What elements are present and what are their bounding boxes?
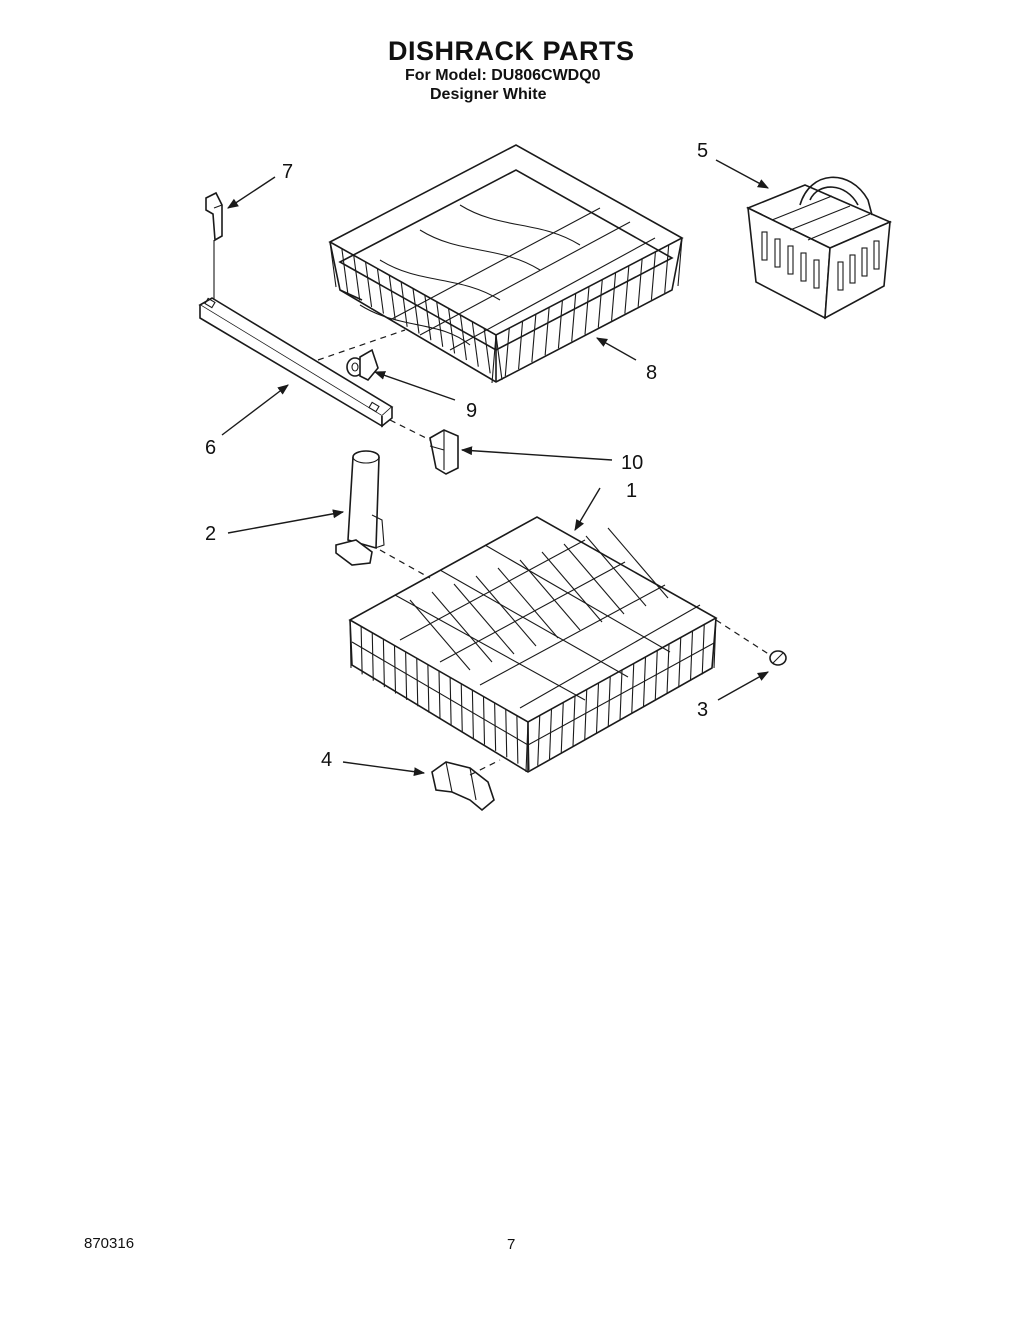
callout-8: 8	[646, 362, 657, 384]
rack-bracket	[431, 761, 495, 812]
callout-3: 3	[697, 699, 708, 721]
rack-rail	[198, 297, 394, 428]
color-line: Designer White	[430, 86, 547, 103]
upper-dishrack	[328, 144, 684, 384]
footer-code: 870316	[84, 1235, 135, 1252]
lower-dishrack	[348, 516, 718, 773]
silverware-basket	[746, 176, 893, 320]
callout-10: 10	[621, 452, 643, 474]
callout-2: 2	[205, 523, 216, 545]
callout-4: 4	[321, 749, 332, 771]
page-title: DISHRACK PARTS	[388, 36, 635, 66]
callout-5: 5	[697, 140, 708, 162]
rail-stop	[429, 429, 459, 475]
callout-7: 7	[282, 161, 293, 183]
rail-end-clip	[205, 191, 223, 242]
rack-roller	[346, 348, 379, 381]
callout-9: 9	[466, 400, 477, 422]
callout-6: 6	[205, 437, 216, 459]
page-number: 7	[507, 1236, 516, 1253]
callout-1: 1	[626, 480, 637, 502]
model-line: For Model: DU806CWDQ0	[405, 67, 601, 84]
wash-tower-tube	[335, 450, 385, 566]
rack-wheel	[769, 650, 787, 666]
